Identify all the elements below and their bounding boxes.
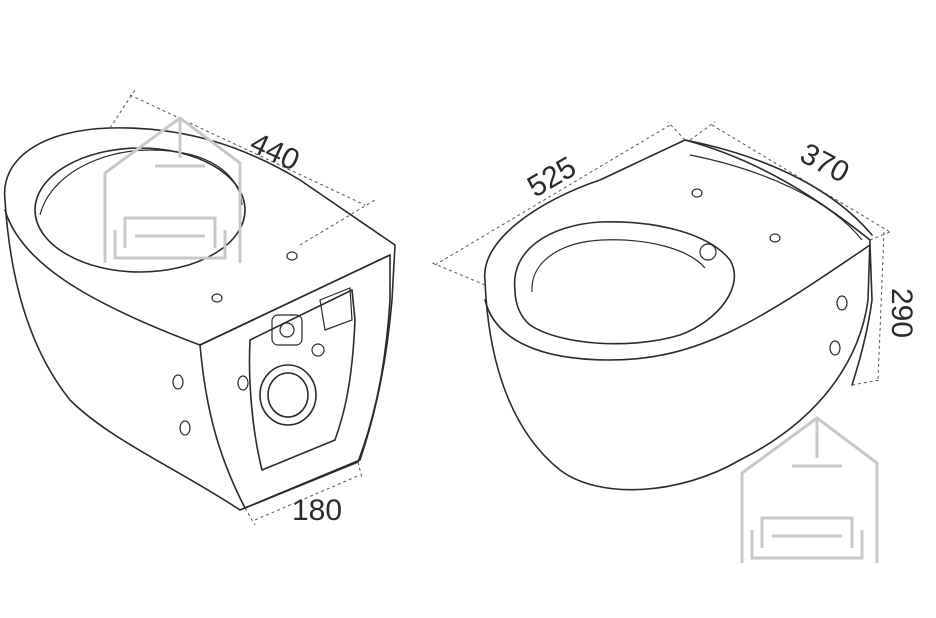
left-dim-440-ext-a bbox=[109, 89, 136, 129]
left-drain-outer bbox=[259, 364, 317, 426]
left-rear-cavity bbox=[248, 289, 356, 471]
right-toilet-view: 525 370 290 bbox=[429, 121, 918, 491]
left-dim-depth: 180 bbox=[292, 494, 342, 527]
left-drain-inner bbox=[267, 372, 309, 418]
right-back-edge-inner bbox=[689, 154, 863, 241]
right-dim-525-ext-b bbox=[667, 121, 686, 141]
left-dim-180-ext-a bbox=[244, 507, 256, 526]
right-dim-height: 290 bbox=[885, 288, 918, 338]
right-dim-length: 525 bbox=[522, 150, 582, 204]
left-inlet-fitting bbox=[271, 314, 303, 346]
right-dim-525-ext-a bbox=[429, 261, 486, 286]
right-seat-hole-1 bbox=[691, 188, 703, 198]
right-dim-290-ext-a bbox=[869, 231, 891, 241]
left-inlet-hole bbox=[279, 322, 295, 338]
right-dim-370-ext-a bbox=[689, 121, 716, 141]
right-dim-370-line bbox=[711, 124, 891, 233]
right-flush-hole bbox=[699, 243, 717, 261]
right-seat-opening bbox=[513, 221, 736, 345]
left-mount-hole-1 bbox=[172, 374, 184, 390]
right-dim-290-line bbox=[877, 231, 885, 381]
left-mount-hole-3 bbox=[237, 375, 249, 391]
right-mount-hole-1 bbox=[836, 295, 848, 311]
left-bracket-bolt bbox=[311, 343, 325, 357]
left-dim-440-ext-b bbox=[299, 199, 376, 246]
right-dim-290-ext-b bbox=[851, 379, 881, 386]
left-seat-hole-1 bbox=[211, 293, 223, 303]
left-dim-180-line bbox=[254, 474, 361, 521]
left-mount-hole-2 bbox=[179, 420, 191, 436]
left-bowl-outline bbox=[3, 127, 396, 511]
left-dim-440-line bbox=[129, 94, 366, 206]
right-mount-hole-2 bbox=[829, 340, 841, 356]
right-back-edge bbox=[684, 139, 873, 236]
house-sofa-watermark-icon bbox=[740, 416, 879, 563]
left-rim-edge bbox=[4, 209, 391, 346]
right-inner-rim bbox=[531, 239, 706, 293]
left-seat-opening bbox=[34, 147, 246, 273]
left-seat-hole-2 bbox=[286, 251, 298, 261]
right-seat-hole-2 bbox=[769, 233, 781, 243]
left-dim-180-ext-b bbox=[357, 461, 363, 479]
right-rim-outer bbox=[484, 244, 871, 361]
right-body-outline bbox=[484, 139, 871, 491]
left-inner-rim bbox=[39, 149, 243, 216]
house-sofa-watermark-icon bbox=[103, 116, 242, 263]
left-rear-face bbox=[199, 254, 391, 509]
right-side-face bbox=[851, 244, 873, 386]
left-toilet-view: 440 180 bbox=[3, 89, 396, 527]
left-dim-length: 440 bbox=[245, 126, 304, 177]
left-bracket-right bbox=[319, 287, 353, 331]
